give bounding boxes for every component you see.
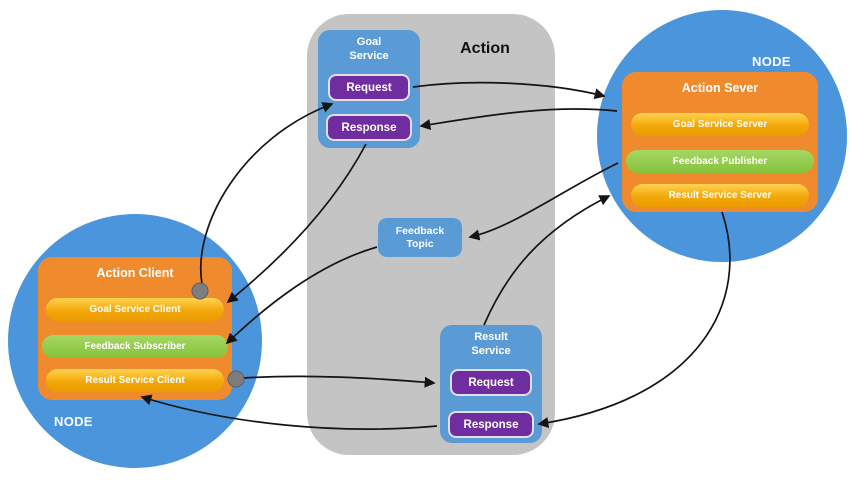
goal-service-client-pill: Goal Service Client xyxy=(46,298,224,321)
client-node-label: NODE xyxy=(54,414,93,429)
goal-service-server-pill: Goal Service Server xyxy=(631,113,809,136)
goal-service-box: Goal Service Request Response xyxy=(318,30,420,148)
result-service-client-pill: Result Service Client xyxy=(46,369,224,392)
feedback-topic-box: Feedback Topic xyxy=(378,218,462,257)
goal-response-box: Response xyxy=(326,114,412,141)
goal-request-box: Request xyxy=(328,74,410,101)
action-client-box: Action Client Goal Service Client Feedba… xyxy=(38,257,232,400)
server-node-label: NODE xyxy=(752,54,791,69)
result-service-title: Result Service xyxy=(471,331,511,358)
feedback-subscriber-pill: Feedback Subscriber xyxy=(42,335,228,358)
result-response-box: Response xyxy=(448,411,534,438)
feedback-publisher-pill: Feedback Publisher xyxy=(626,150,814,173)
result-service-server-pill: Result Service Server xyxy=(631,184,809,207)
feedback-topic-label: Feedback Topic xyxy=(395,224,445,250)
goal-service-title: Goal Service xyxy=(349,36,389,63)
action-server-title: Action Sever xyxy=(681,81,759,95)
action-panel-title: Action xyxy=(460,40,510,57)
action-client-title: Action Client xyxy=(96,266,174,280)
action-server-box: Action Sever Goal Service Server Feedbac… xyxy=(622,72,818,212)
result-service-box: Result Service Request Response xyxy=(440,325,542,443)
result-request-box: Request xyxy=(450,369,532,396)
